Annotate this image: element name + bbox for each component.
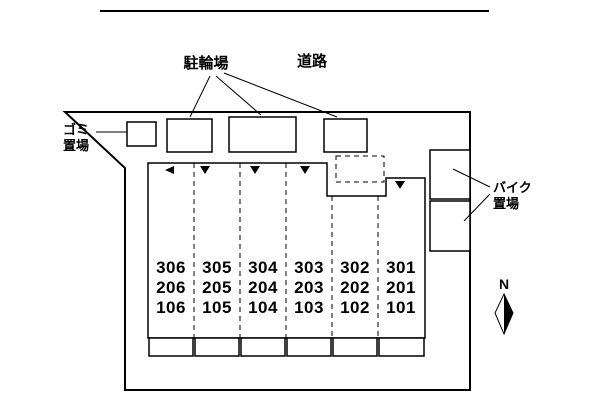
unit-number: 101 (386, 298, 416, 317)
down-arrow-icon (300, 166, 310, 174)
compass-north-label: N (499, 276, 509, 292)
unit-number: 205 (202, 278, 232, 297)
bicycle-parking-box-3 (323, 118, 368, 153)
pointer-line (215, 75, 262, 116)
unit-number: 203 (294, 278, 324, 297)
dashed-parking-outline (335, 155, 385, 183)
bicycle-parking-box-2 (228, 116, 297, 153)
step-box (240, 337, 286, 357)
step-box (194, 337, 240, 357)
unit-number: 303 (294, 258, 324, 277)
compass-needle-dark-half-icon (504, 294, 513, 334)
unit-number: 304 (248, 258, 278, 277)
pointer-line (223, 72, 338, 118)
step-box (286, 337, 332, 357)
step-box (148, 337, 194, 357)
unit-number: 306 (156, 258, 186, 277)
down-arrow-icon (395, 181, 405, 189)
down-arrow-icon (200, 166, 210, 174)
step-box (332, 337, 378, 357)
unit-number: 105 (202, 298, 232, 317)
unit-number: 202 (340, 278, 370, 297)
unit-number: 104 (248, 298, 278, 317)
site-outline (62, 111, 471, 391)
step-box (378, 337, 425, 357)
unit-number: 301 (386, 258, 416, 277)
unit-number: 302 (340, 258, 370, 277)
bike-parking-box-bottom (429, 200, 471, 252)
road-label: 道路 (297, 52, 328, 70)
pointer-line (463, 193, 491, 222)
left-arrow-icon (165, 166, 174, 174)
bicycle-parking-box-1 (166, 118, 213, 153)
unit-number: 206 (156, 278, 186, 297)
unit-number: 103 (294, 298, 324, 317)
bicycle-parking-label: 駐輪場 (183, 54, 228, 72)
pointer-line (189, 75, 211, 118)
unit-number: 106 (156, 298, 186, 317)
down-arrow-icon (250, 166, 260, 174)
bike-parking-label-line1: バイク (493, 180, 532, 195)
bike-parking-label-line2: 置場 (493, 196, 519, 211)
unit-number: 201 (386, 278, 416, 297)
garbage-label-line2: 置場 (63, 138, 89, 153)
unit-number: 305 (202, 258, 232, 277)
pointer-line (452, 168, 491, 188)
garbage-box (126, 121, 157, 147)
unit-number: 204 (248, 278, 278, 297)
garbage-label-line1: ゴミ (63, 122, 89, 137)
unit-number: 102 (340, 298, 370, 317)
